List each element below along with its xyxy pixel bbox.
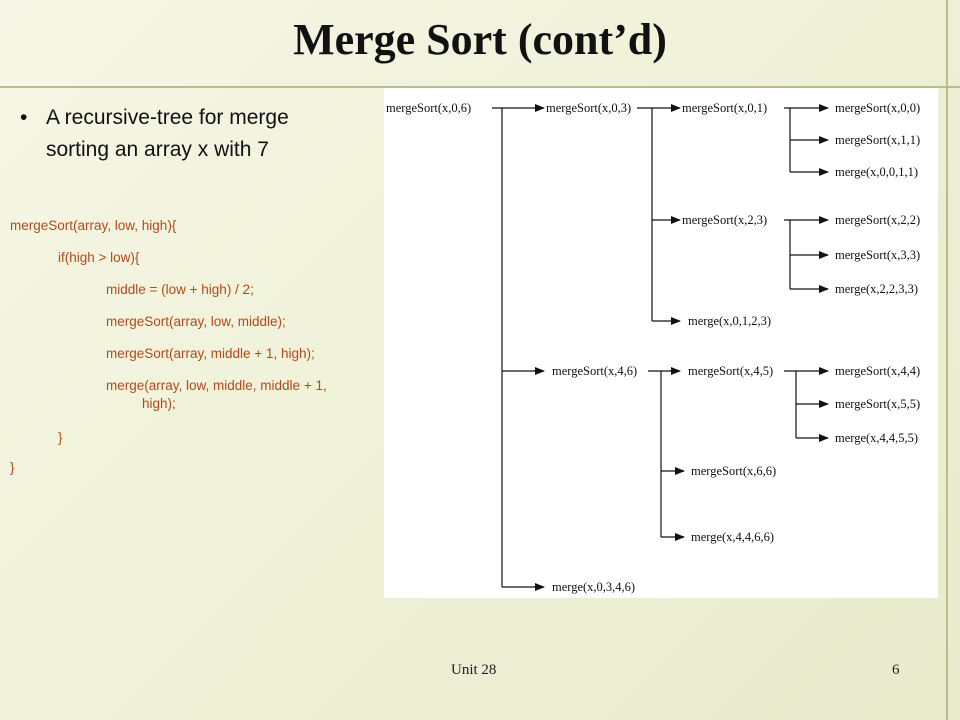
tree-node: mergeSort(x,5,5) bbox=[835, 397, 920, 411]
tree-node: merge(x,0,0,1,1) bbox=[835, 165, 918, 179]
tree-node: merge(x,0,1,2,3) bbox=[688, 314, 771, 328]
recursion-tree-diagram: mergeSort(x,0,6) mergeSort(x,0,3) mergeS… bbox=[384, 88, 938, 598]
tree-node: mergeSort(x,2,2) bbox=[835, 213, 920, 227]
tree-node: mergeSort(x,4,6) bbox=[552, 364, 637, 378]
right-border-line bbox=[946, 0, 948, 720]
tree-nodes: mergeSort(x,0,6) mergeSort(x,0,3) mergeS… bbox=[386, 101, 920, 594]
tree-node: mergeSort(x,0,6) bbox=[386, 101, 471, 115]
tree-node: merge(x,4,4,5,5) bbox=[835, 431, 918, 445]
bullet-marker: • bbox=[20, 106, 28, 129]
bullet-text: A recursive-tree for merge sorting an ar… bbox=[46, 106, 289, 161]
code-line: } bbox=[58, 430, 63, 445]
footer-unit: Unit 28 bbox=[451, 662, 497, 678]
tree-node: merge(x,2,2,3,3) bbox=[835, 282, 918, 296]
code-line: high); bbox=[142, 396, 176, 411]
tree-node: mergeSort(x,1,1) bbox=[835, 133, 920, 147]
tree-node: mergeSort(x,4,4) bbox=[835, 364, 920, 378]
bullet-point: • A recursive-tree for merge sorting an … bbox=[20, 102, 350, 166]
tree-node: mergeSort(x,4,5) bbox=[688, 364, 773, 378]
code-line: mergeSort(array, low, high){ bbox=[10, 218, 177, 233]
code-line: mergeSort(array, low, middle); bbox=[106, 314, 286, 329]
code-line: middle = (low + high) / 2; bbox=[106, 282, 254, 297]
tree-node: mergeSort(x,0,0) bbox=[835, 101, 920, 115]
tree-node: mergeSort(x,3,3) bbox=[835, 248, 920, 262]
tree-node: merge(x,0,3,4,6) bbox=[552, 580, 635, 594]
recursion-tree-svg: mergeSort(x,0,6) mergeSort(x,0,3) mergeS… bbox=[386, 101, 920, 594]
tree-node: mergeSort(x,0,1) bbox=[682, 101, 767, 115]
tree-node: mergeSort(x,6,6) bbox=[691, 464, 776, 478]
code-line: if(high > low){ bbox=[58, 250, 140, 265]
tree-node: merge(x,4,4,6,6) bbox=[691, 530, 774, 544]
tree-connectors bbox=[492, 104, 829, 591]
code-line: merge(array, low, middle, middle + 1, bbox=[106, 378, 327, 393]
footer-page-number: 6 bbox=[892, 662, 900, 678]
tree-node: mergeSort(x,2,3) bbox=[682, 213, 767, 227]
title-divider bbox=[0, 86, 960, 88]
tree-node: mergeSort(x,0,3) bbox=[546, 101, 631, 115]
code-line: } bbox=[10, 460, 15, 475]
slide-title: Merge Sort (cont’d) bbox=[293, 15, 667, 64]
code-line: mergeSort(array, middle + 1, high); bbox=[106, 346, 315, 361]
